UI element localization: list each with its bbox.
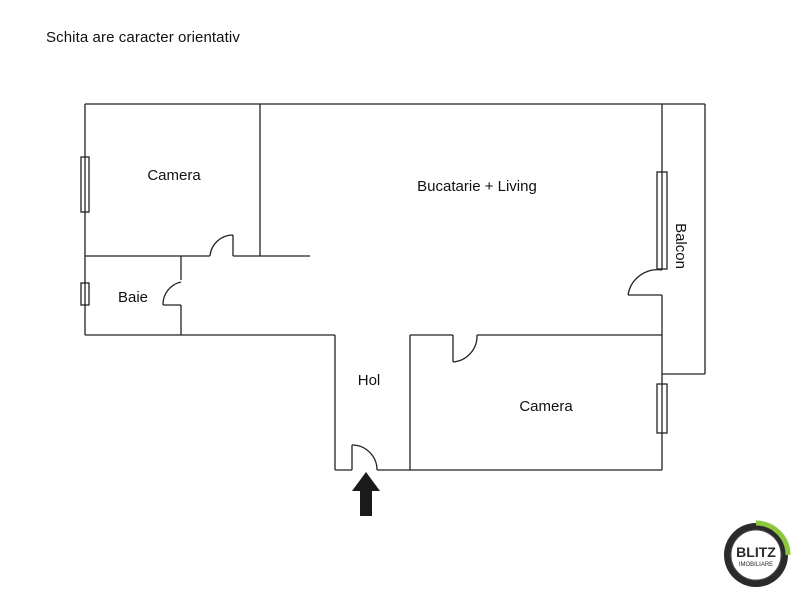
room-label-camera-1: Camera	[147, 167, 201, 184]
plan-note: Schita are caracter orientativ	[46, 29, 240, 46]
logo-subtitle: IMOBILIARE	[739, 562, 773, 568]
room-label-camera-2: Camera	[519, 398, 573, 415]
room-label-bucatarie-living: Bucatarie + Living	[417, 178, 537, 195]
arrow-up-icon	[352, 472, 380, 516]
room-label-hol: Hol	[358, 372, 381, 389]
logo-brand: BLITZ	[736, 544, 776, 560]
room-label-balcon: Balcon	[672, 223, 689, 269]
blitz-logo: BLITZ IMOBILIARE	[724, 520, 791, 587]
room-label-baie: Baie	[118, 289, 148, 306]
